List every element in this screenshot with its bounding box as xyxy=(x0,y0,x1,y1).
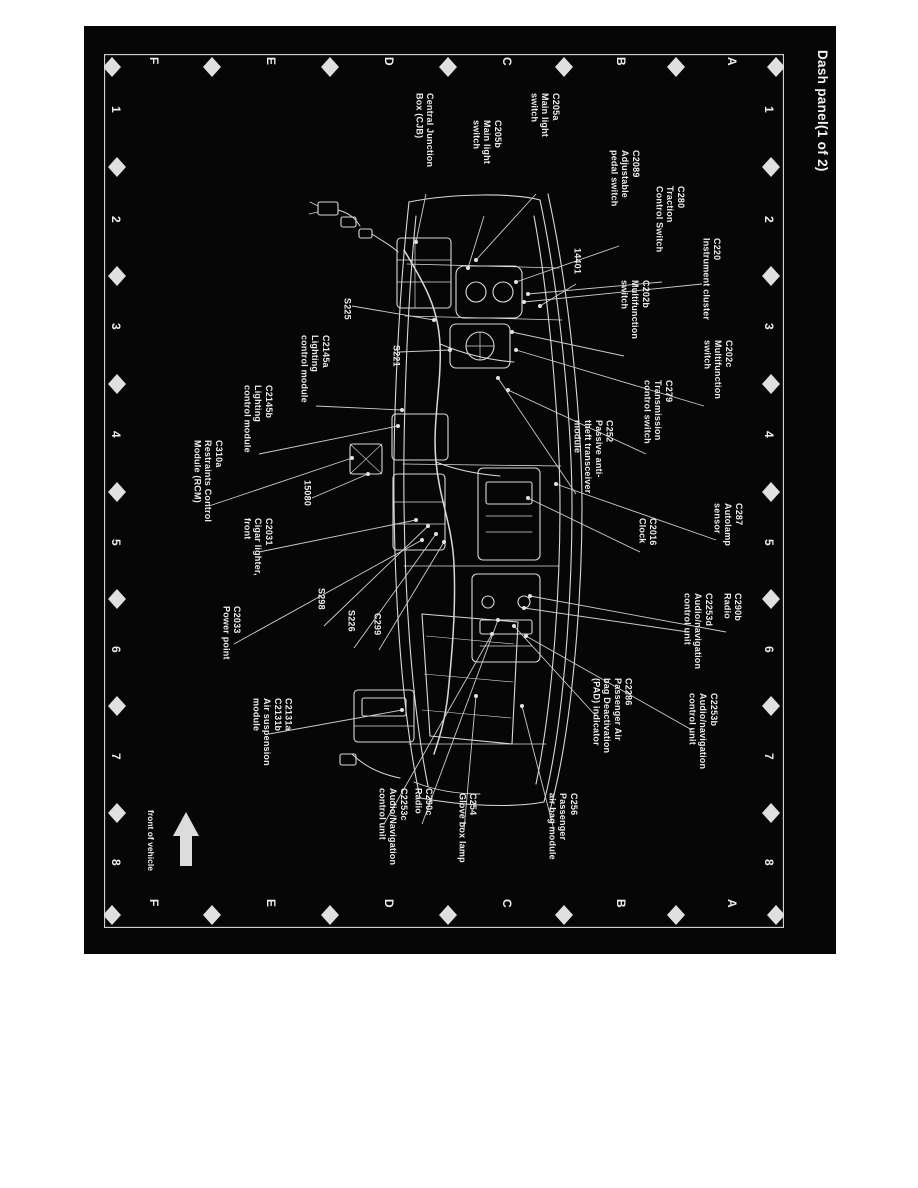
callout-c2033: C2033 Power point xyxy=(221,606,243,660)
callout-central-junction-box: Central Junction Box (CJB) xyxy=(414,93,436,168)
callout-c310a: C310a Restraints Control Module (RCM) xyxy=(192,440,224,523)
dash-panel-drawing xyxy=(308,193,583,811)
grid-letter-top-b: B xyxy=(614,57,628,66)
callout-c202c: C202c Multifunction switch xyxy=(702,340,734,400)
grid-number-left-2: 2 xyxy=(109,216,123,223)
callout-c2031: C2031 Cigar lighter, front xyxy=(242,518,274,576)
grid-number-right-1: 1 xyxy=(762,106,776,113)
grid-number-left-4: 4 xyxy=(109,431,123,438)
dash-panel-illustration xyxy=(104,54,784,928)
grid-number-right-3: 3 xyxy=(762,323,776,330)
grid-letter-top-f: F xyxy=(147,57,161,65)
callout-c2253d: C2253d Audio/navigation control unit xyxy=(682,593,714,670)
callout-c254: C254 Glove box lamp xyxy=(457,793,479,863)
diagram-frame: F E D C B A F E D C B A 1 2 3 4 5 6 7 8 … xyxy=(104,54,784,928)
callout-c2253c: C2253c Audio/Navigation control unit xyxy=(377,788,409,866)
grid-letter-top-e: E xyxy=(264,57,278,66)
grid-number-right-7: 7 xyxy=(762,753,776,760)
callout-c280: C280 Traction Control Switch xyxy=(654,186,686,253)
callout-s225: S225 xyxy=(342,298,353,320)
callout-c290c: C290c Radio xyxy=(413,788,435,816)
callout-c2253b: C2253b Audio/navigation control unit xyxy=(687,693,719,770)
grid-number-left-1: 1 xyxy=(109,106,123,113)
callout-c2145b: C2145b Lighting control module xyxy=(242,385,274,453)
callout-c290b: C290b Radio xyxy=(722,593,744,622)
grid-letter-bottom-e: E xyxy=(264,899,278,908)
grid-letter-bottom-c: C xyxy=(500,899,514,908)
manual-page: Dash panel(1 of 2) xyxy=(84,26,836,954)
callout-c256: C256 Passenger air bag module xyxy=(547,793,579,860)
grid-number-left-5: 5 xyxy=(109,539,123,546)
callout-c205b: C205b Main light switch xyxy=(471,120,503,164)
callout-c299: C299 xyxy=(372,613,383,636)
grid-number-right-6: 6 xyxy=(762,646,776,653)
grid-number-left-3: 3 xyxy=(109,323,123,330)
callout-s226: S226 xyxy=(346,610,357,632)
callout-c252: C252 Passive anti- theft transceiver mod… xyxy=(572,420,615,494)
grid-number-right-2: 2 xyxy=(762,216,776,223)
grid-number-left-6: 6 xyxy=(109,646,123,653)
front-of-vehicle-label: front of vehicle xyxy=(146,810,156,871)
callout-c205a: C205a Main light switch xyxy=(529,93,561,137)
grid-letter-top-c: C xyxy=(500,57,514,66)
callout-c287: C287 Autolamp sensor xyxy=(712,503,744,547)
grid-number-right-5: 5 xyxy=(762,539,776,546)
grid-letter-bottom-b: B xyxy=(614,899,628,908)
grid-letter-top-a: A xyxy=(725,57,739,66)
callout-c2131: C2131a C2131b Air suspension module xyxy=(251,698,294,766)
grid-number-left-7: 7 xyxy=(109,753,123,760)
grid-number-right-4: 4 xyxy=(762,431,776,438)
grid-letter-bottom-d: D xyxy=(382,899,396,908)
callout-c202b: C202b Multifunction switch xyxy=(619,280,651,340)
callout-c2145a: C2145a Lighting control module xyxy=(299,335,331,403)
callout-c2089: C2089 Adjustable pedal switch xyxy=(609,150,641,207)
front-of-vehicle-arrow xyxy=(173,812,199,866)
connector-dots xyxy=(350,240,558,712)
grid-letter-bottom-f: F xyxy=(147,899,161,907)
grid-letter-bottom-a: A xyxy=(725,899,739,908)
callout-s221: S221 xyxy=(391,345,402,367)
frame-border xyxy=(104,54,784,928)
callout-c220: C220 Instrument cluster xyxy=(701,238,723,321)
grid-letter-top-d: D xyxy=(382,57,396,66)
callout-c279: C279 Transmission control switch xyxy=(642,380,674,444)
grid-number-left-8: 8 xyxy=(109,859,123,866)
callout-c2016: C2016 Clock xyxy=(637,518,659,546)
callout-c2286: C2286 Passenger Air bag Deactivation (PA… xyxy=(591,678,634,754)
callout-15080: 15080 xyxy=(302,480,313,507)
leader-lines xyxy=(208,193,727,831)
callout-14401: 14401 xyxy=(572,248,583,275)
callout-s298: S298 xyxy=(316,588,327,610)
grid-number-right-8: 8 xyxy=(762,859,776,866)
page-title: Dash panel(1 of 2) xyxy=(815,50,830,172)
